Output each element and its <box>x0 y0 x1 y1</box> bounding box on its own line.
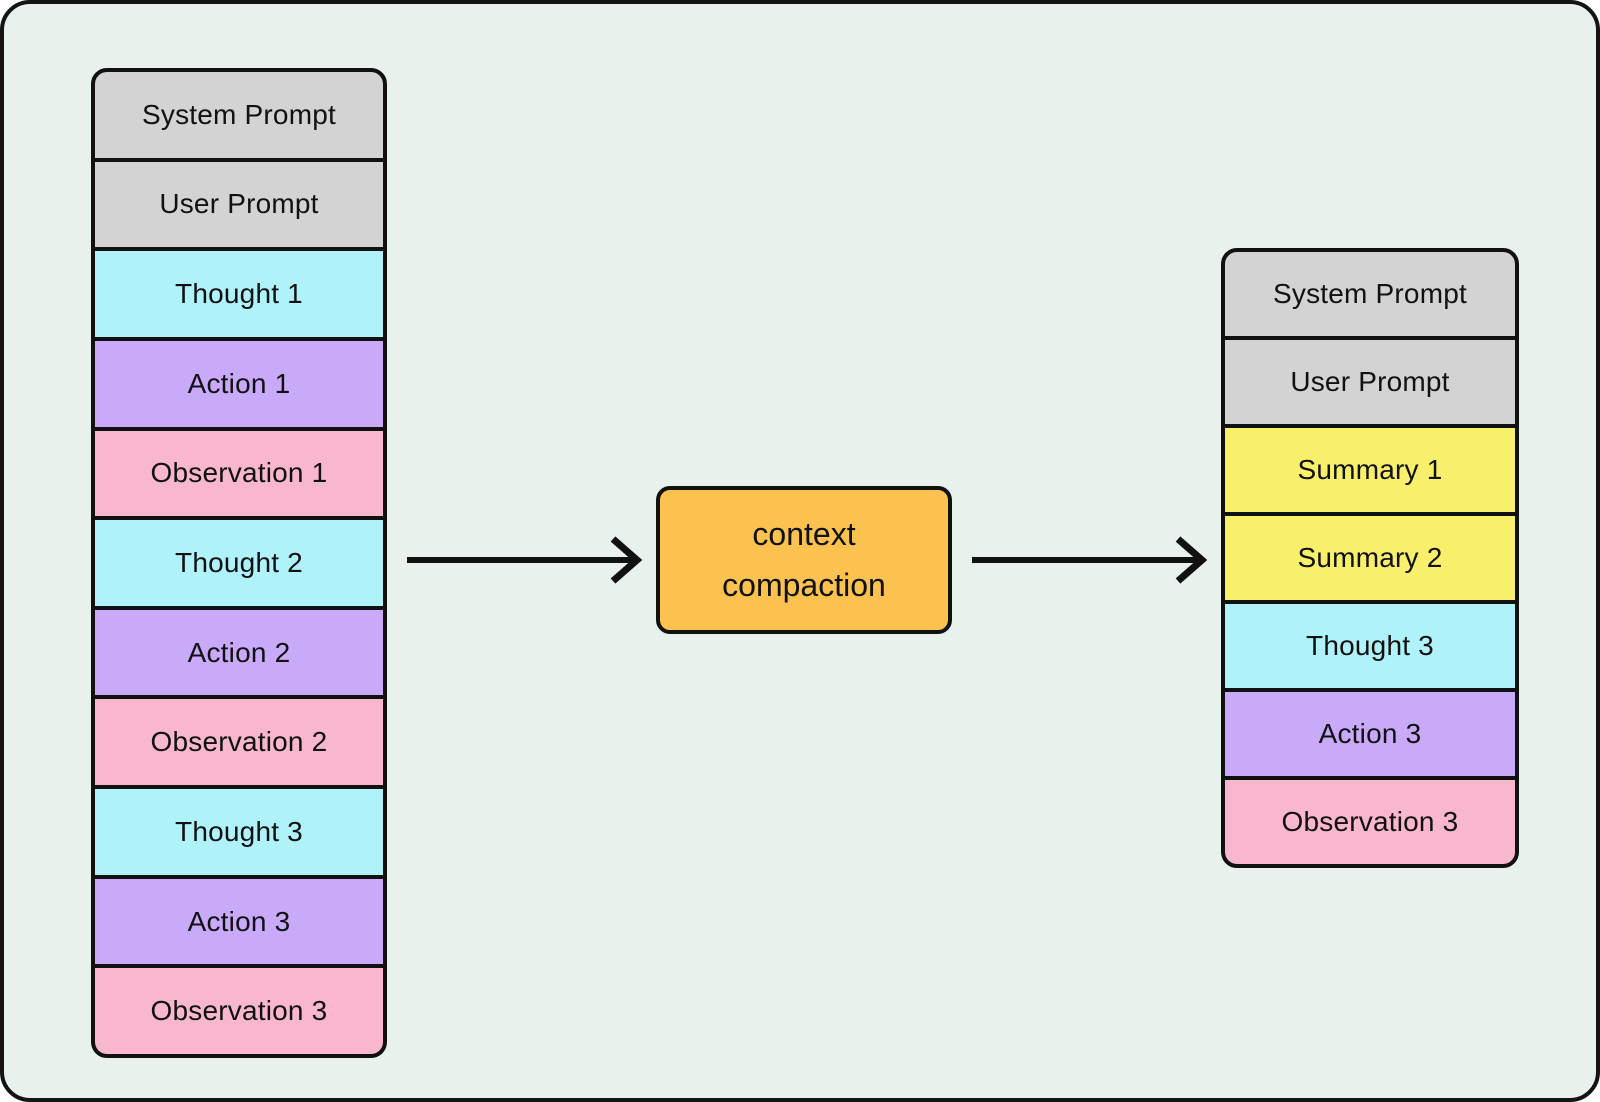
compacted-block-system-prompt: System Prompt <box>1225 252 1515 336</box>
compacted-block-summary-1: Summary 1 <box>1225 424 1515 512</box>
context-compaction-box: context compaction <box>656 486 952 634</box>
context-block-observation-1: Observation 1 <box>95 426 383 517</box>
context-block-thought-3: Thought 3 <box>95 785 383 875</box>
context-block-action-1: Action 1 <box>95 336 383 427</box>
context-compaction-label-line1: context <box>752 516 856 553</box>
compacted-block-user-prompt: User Prompt <box>1225 336 1515 424</box>
compacted-block-thought-3: Thought 3 <box>1225 600 1515 688</box>
context-block-action-3: Action 3 <box>95 874 383 965</box>
compacted-context-stack: System Prompt User Prompt Summary 1 Summ… <box>1221 248 1519 868</box>
arrow-right-icon <box>972 536 1208 584</box>
compacted-block-observation-3: Observation 3 <box>1225 776 1515 864</box>
full-context-stack: System Prompt User Prompt Thought 1 Acti… <box>91 68 387 1058</box>
context-block-user-prompt: User Prompt <box>95 157 383 248</box>
compacted-block-action-3: Action 3 <box>1225 688 1515 776</box>
arrow-left-icon <box>407 536 643 584</box>
context-block-thought-2: Thought 2 <box>95 516 383 606</box>
context-block-thought-1: Thought 1 <box>95 247 383 337</box>
context-block-system-prompt: System Prompt <box>95 72 383 158</box>
context-block-observation-3: Observation 3 <box>95 964 383 1054</box>
context-block-action-2: Action 2 <box>95 605 383 696</box>
context-block-observation-2: Observation 2 <box>95 695 383 786</box>
context-compaction-label-line2: compaction <box>722 567 886 603</box>
compacted-block-summary-2: Summary 2 <box>1225 512 1515 600</box>
